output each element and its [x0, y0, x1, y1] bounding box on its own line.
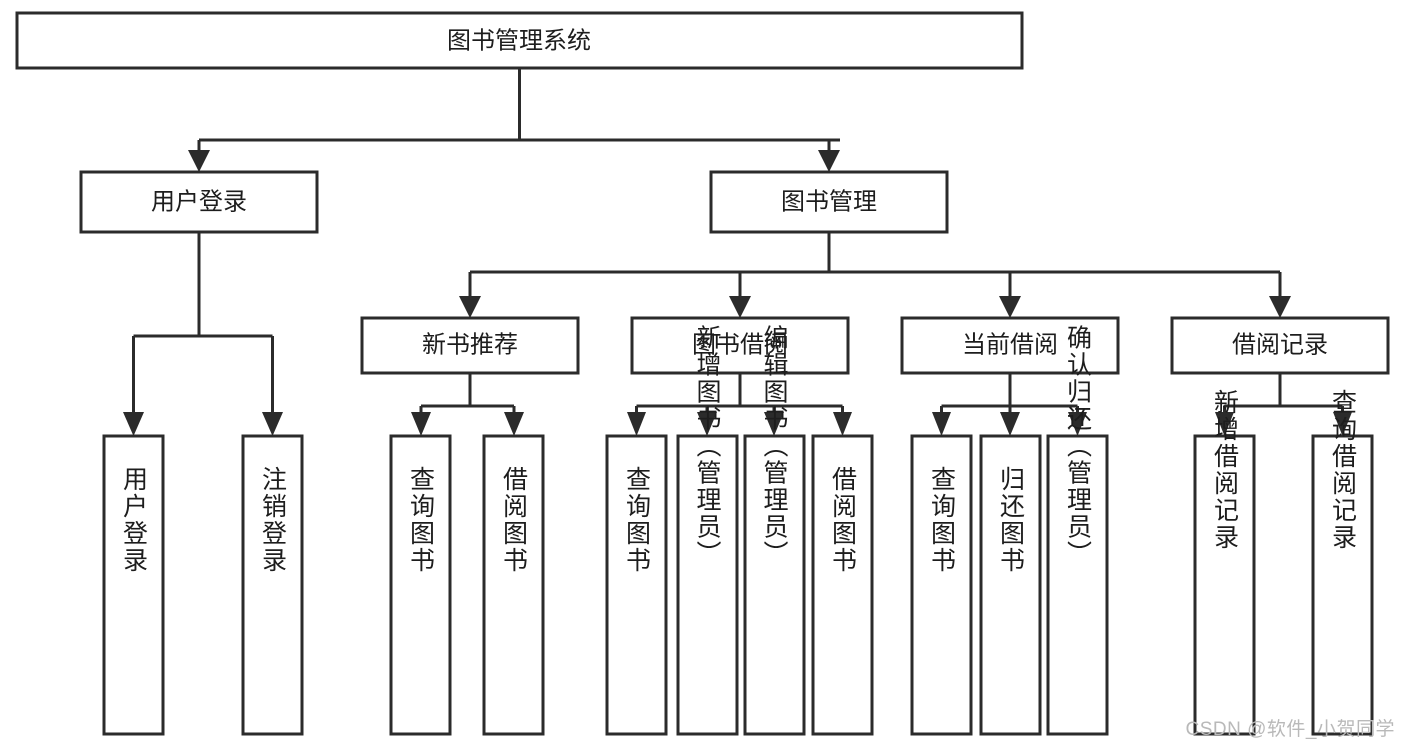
leaf-query-book-current-box[interactable] [910, 434, 973, 736]
node-book-borrow-label: 图书借阅 [692, 331, 788, 358]
node-borrow-record-box[interactable] [1170, 316, 1390, 375]
arrow-head-leaf-query-book-2 [627, 412, 646, 436]
arrow-head-book-manage [818, 150, 840, 172]
node-book-management-box[interactable] [709, 170, 949, 234]
leaf-logout[interactable]: 注销登录 [241, 434, 304, 736]
leaf-confirm-return-admin-label: 确认归还（管理员） [1064, 325, 1093, 568]
node-book-borrow-box[interactable] [630, 316, 850, 375]
arrow-head-book-borrow [729, 296, 751, 318]
leaf-confirm-return-admin[interactable]: 确认归还（管理员） [1046, 325, 1109, 736]
node-new-book-recommend-label: 新书推荐 [422, 331, 518, 358]
leaf-query-book-recommend-label: 查询图书 [407, 466, 436, 574]
leaf-logout-box[interactable] [241, 434, 304, 736]
node-new-book-recommend-box[interactable] [360, 316, 580, 375]
leaf-borrow-book-borrow-box[interactable] [811, 434, 874, 736]
leaf-return-book-label: 归还图书 [997, 466, 1026, 574]
leaf-user-login[interactable]: 用户登录 [102, 434, 165, 736]
arrow-head-leaf-query-record [1333, 412, 1352, 436]
node-root-label: 图书管理系统 [447, 27, 591, 54]
leaf-query-book-borrow-box[interactable] [605, 434, 668, 736]
leaf-add-book-admin[interactable]: 新增图书（管理员） [676, 325, 739, 736]
leaf-add-borrow-record[interactable]: 新增借阅记录 [1193, 389, 1256, 736]
leaf-query-book-borrow[interactable]: 查询图书 [605, 434, 668, 736]
arrow-head-user-login [188, 150, 210, 172]
node-current-borrow[interactable]: 当前借阅 [900, 316, 1120, 375]
leaf-return-book-box[interactable] [979, 434, 1042, 736]
leaf-query-book-current[interactable]: 查询图书 [910, 434, 973, 736]
leaf-edit-book-admin-box[interactable] [743, 434, 806, 736]
leaf-borrow-book-recommend-label: 借阅图书 [500, 466, 529, 574]
leaf-edit-book-admin-label: 编辑图书（管理员） [760, 325, 789, 568]
node-user-login-label: 用户登录 [151, 188, 247, 215]
arrow-head-current-borrow [999, 296, 1021, 318]
arrow-head-leaf-query-book-1 [411, 412, 431, 436]
arrow-head-leaf-user-login [123, 412, 144, 436]
leaf-return-book[interactable]: 归还图书 [979, 434, 1042, 736]
leaf-edit-book-admin[interactable]: 编辑图书（管理员） [743, 325, 806, 736]
arrow-head-leaf-borrow-book-1 [504, 412, 524, 436]
leaf-add-borrow-record-box[interactable] [1193, 434, 1256, 736]
leaf-add-book-admin-box[interactable] [676, 434, 739, 736]
leaf-user-login-label: 用户登录 [120, 466, 149, 574]
arrow-head-leaf-edit-book [764, 412, 784, 436]
leaf-confirm-return-admin-box[interactable] [1046, 434, 1109, 736]
arrow-head-leaf-logout [262, 412, 283, 436]
leaf-query-book-recommend-box[interactable] [389, 434, 452, 736]
arrow-head-leaf-add-record [1215, 412, 1234, 436]
node-new-book-recommend[interactable]: 新书推荐 [360, 316, 580, 375]
node-root-box[interactable] [15, 11, 1024, 70]
leaf-query-borrow-record-label: 查询借阅记录 [1329, 389, 1358, 551]
arrow-head-leaf-borrow-book-2 [833, 412, 852, 436]
arrow-head-leaf-confirm-return [1068, 412, 1087, 436]
node-user-login[interactable]: 用户登录 [79, 170, 319, 234]
leaf-query-borrow-record-box[interactable] [1311, 434, 1374, 736]
leaf-query-book-recommend[interactable]: 查询图书 [389, 434, 452, 736]
node-book-management-label: 图书管理 [781, 188, 877, 215]
connector-layer [123, 68, 1352, 436]
leaf-borrow-book-borrow[interactable]: 借阅图书 [811, 434, 874, 736]
node-root-book-management-system[interactable]: 图书管理系统 [15, 11, 1024, 70]
node-book-borrow[interactable]: 图书借阅 [630, 316, 850, 375]
node-book-management[interactable]: 图书管理 [709, 170, 949, 234]
leaf-add-borrow-record-label: 新增借阅记录 [1211, 389, 1240, 551]
arrow-head-borrow-record [1269, 296, 1291, 318]
arrow-head-leaf-query-book-3 [932, 412, 951, 436]
leaf-borrow-book-recommend-box[interactable] [482, 434, 545, 736]
leaf-add-book-admin-label: 新增图书（管理员） [693, 325, 722, 568]
leaf-logout-label: 注销登录 [259, 466, 288, 574]
leaf-query-book-current-label: 查询图书 [928, 466, 957, 574]
leaf-borrow-book-recommend[interactable]: 借阅图书 [482, 434, 545, 736]
leaf-query-borrow-record[interactable]: 查询借阅记录 [1311, 389, 1374, 736]
node-current-borrow-box[interactable] [900, 316, 1120, 375]
leaf-query-book-borrow-label: 查询图书 [623, 466, 652, 574]
arrow-head-leaf-return-book [1000, 412, 1020, 436]
arrow-head-new-book-recommend [459, 296, 481, 318]
node-user-login-box[interactable] [79, 170, 319, 234]
leaf-borrow-book-borrow-label: 借阅图书 [829, 466, 858, 574]
node-borrow-record-label: 借阅记录 [1232, 331, 1328, 358]
node-current-borrow-label: 当前借阅 [962, 331, 1058, 358]
node-borrow-record[interactable]: 借阅记录 [1170, 316, 1390, 375]
arrow-head-leaf-add-book [697, 412, 717, 436]
leaf-user-login-box[interactable] [102, 434, 165, 736]
